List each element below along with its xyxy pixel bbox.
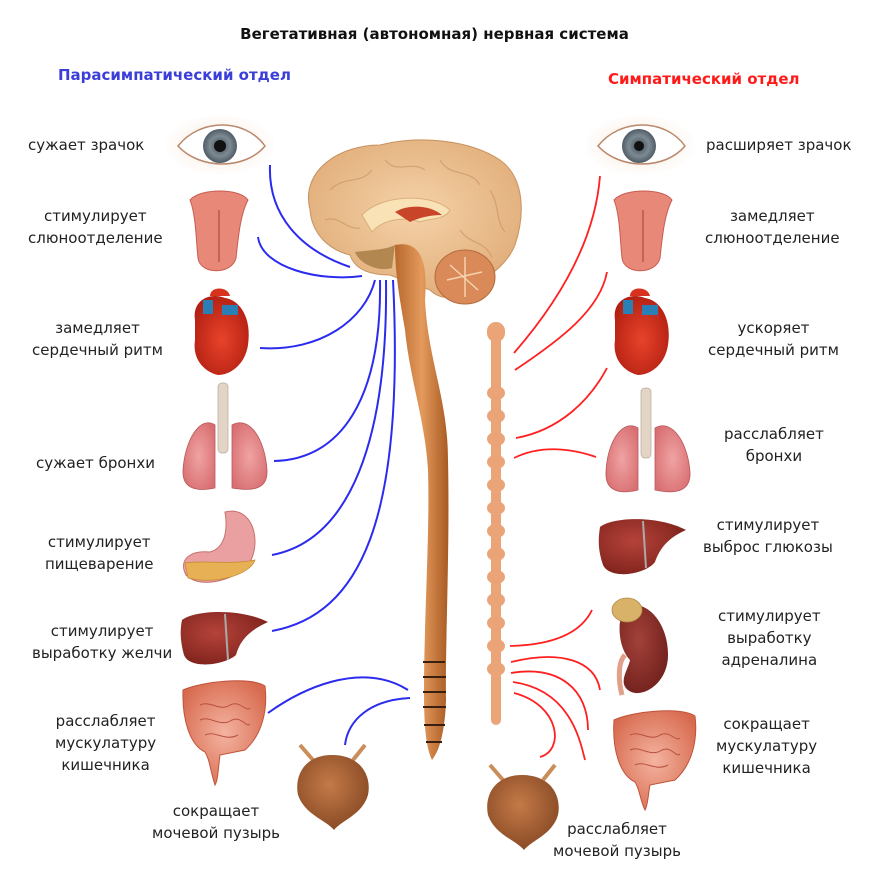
- parasympathetic-heading: Парасимпатический отдел: [58, 66, 291, 84]
- para-nerve-lungs: [273, 279, 382, 462]
- para-label-bladder: сокращает мочевой пузырь: [152, 802, 280, 842]
- symp-kidney-adrenal-icon: [611, 597, 668, 696]
- symp-nerve-intestines-1: [510, 670, 589, 731]
- symp-intestines-icon: [613, 710, 697, 812]
- symp-nerve-intestines-2: [512, 681, 586, 761]
- brain: [308, 139, 522, 305]
- symp-nerve-tongue: [514, 271, 608, 371]
- para-label-heart: замедляет сердечный ритм: [32, 319, 163, 359]
- para-label-eye: сужает зрачок: [28, 136, 145, 154]
- symp-label-lungs: расслабляет бронхи: [724, 425, 824, 465]
- symp-nerve-lungs: [513, 448, 597, 459]
- para-tongue-icon: [189, 190, 249, 272]
- para-nerve-liver: [271, 279, 396, 632]
- symp-nerve-heart: [515, 367, 608, 439]
- para-nerve-tongue: [257, 236, 363, 279]
- symp-nerve-eye: [513, 175, 601, 354]
- symp-liver-icon: [598, 519, 686, 575]
- symp-label-tongue: замедляет слюноотделение: [705, 207, 840, 247]
- symp-label-eye: расширяет зрачок: [706, 136, 852, 154]
- para-liver-icon: [180, 612, 268, 665]
- symp-bladder-icon: [487, 763, 559, 850]
- para-bladder-icon: [297, 743, 369, 830]
- para-nerve-bladder: [344, 697, 411, 746]
- symp-label-heart: ускоряет сердечный ритм: [708, 319, 839, 359]
- para-heart-icon: [194, 288, 249, 375]
- para-stomach-icon: [183, 510, 256, 583]
- symp-label-kidney: стимулирует выработку адреналина: [718, 607, 821, 669]
- sympathetic-nerves: [509, 175, 608, 761]
- para-nerve-heart: [259, 279, 376, 350]
- para-label-tongue: стимулирует слюноотделение: [28, 207, 163, 247]
- diagram-title: Вегетативная (автономная) нервная систем…: [240, 25, 629, 43]
- para-label-stomach: стимулирует пищеварение: [45, 533, 154, 573]
- sympathetic-trunk: [487, 322, 505, 725]
- para-label-intestines: расслабляет мускулатуру кишечника: [55, 712, 157, 774]
- symp-label-intestines: сокращает мускулатуру кишечника: [716, 715, 818, 777]
- symp-lungs-icon: [605, 387, 691, 493]
- spinal-cord: [395, 244, 449, 760]
- parasympathetic-nerves: [257, 164, 411, 746]
- symp-tongue-icon: [613, 190, 673, 272]
- symp-nerve-bladder: [513, 692, 556, 758]
- para-intestines-icon: [182, 680, 267, 787]
- para-nerve-eye: [268, 164, 351, 268]
- para-nerve-stomach: [271, 279, 388, 556]
- symp-eye-icon: [585, 115, 695, 175]
- sympathetic-heading: Симпатический отдел: [608, 70, 800, 88]
- para-lungs-icon: [182, 382, 268, 490]
- para-eye-icon: [165, 115, 275, 175]
- symp-nerve-kidney: [509, 609, 593, 647]
- symp-heart-icon: [614, 288, 669, 375]
- para-nerve-intestines: [267, 676, 409, 714]
- symp-label-bladder: расслабляет мочевой пузырь: [553, 820, 681, 860]
- symp-nerve-adrenal: [510, 656, 601, 691]
- para-label-liver: стимулирует выработку желчи: [32, 622, 173, 662]
- para-label-lungs: сужает бронхи: [36, 454, 155, 472]
- symp-label-liver: стимулирует выброс глюкозы: [703, 516, 833, 556]
